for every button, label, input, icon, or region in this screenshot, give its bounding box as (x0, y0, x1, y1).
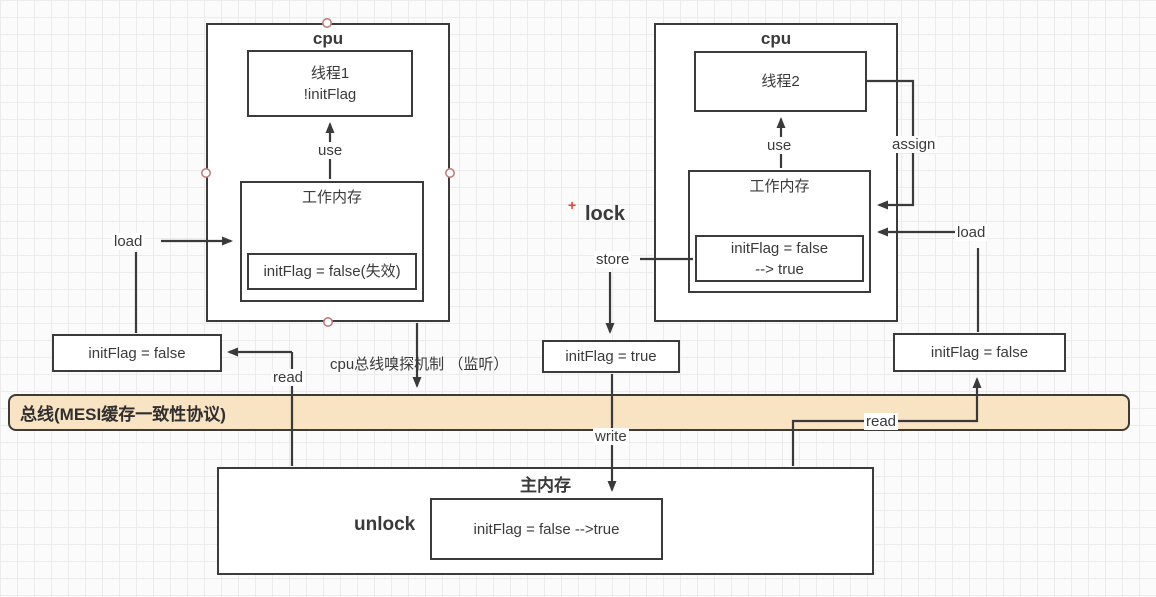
lock-plus-mark: + (568, 197, 577, 213)
use-label-left: use (316, 142, 345, 159)
main-memory-title: 主内存 (520, 476, 571, 495)
left-wm-flag-value: initFlag = false(失效) (263, 263, 401, 280)
assign-label: assign (890, 136, 938, 153)
middle-flag-true-box[interactable]: initFlag = true (542, 340, 680, 373)
thread2-name: 线程2 (761, 73, 800, 90)
unlock-label: unlock (354, 514, 416, 535)
write-label: write (593, 428, 629, 445)
right-wm-flag-box[interactable]: initFlag = false --> true (695, 235, 864, 282)
main-memory-flag-value: initFlag = false -->true (473, 520, 620, 538)
load-label-right: load (955, 224, 988, 241)
thread1-box[interactable]: 线程1 !initFlag (247, 50, 413, 117)
left-working-memory-title: 工作内存 (301, 189, 362, 206)
right-cache-flag-box[interactable]: initFlag = false (893, 333, 1066, 372)
thread1-name: 线程1 (310, 64, 350, 82)
load-label-left: load (112, 233, 145, 250)
bus-label: 总线(MESI缓存一致性协议) (20, 405, 226, 424)
left-cache-flag-box[interactable]: initFlag = false (52, 334, 222, 372)
right-wm-flag-line2: --> true (755, 260, 804, 278)
read-label-left: read (271, 369, 306, 386)
left-wm-flag-box[interactable]: initFlag = false(失效) (247, 253, 417, 290)
left-cache-flag-value: initFlag = false (88, 344, 186, 362)
right-working-memory-title: 工作内存 (749, 178, 810, 195)
right-cache-flag-value: initFlag = false (930, 344, 1029, 361)
bus-snoop-label: cpu总线嗅探机制 （监听） (330, 356, 509, 373)
lock-label: lock (585, 203, 626, 225)
middle-flag-true-value: initFlag = true (565, 348, 657, 365)
read-label-right: read (864, 413, 899, 430)
left-cpu-title: cpu (312, 29, 344, 48)
thread1-flag: !initFlag (303, 85, 357, 103)
main-memory-flag-box[interactable]: initFlag = false -->true (430, 498, 663, 560)
bus-bar[interactable]: 总线(MESI缓存一致性协议) (8, 394, 1130, 431)
right-cpu-title: cpu (760, 29, 792, 48)
thread2-box[interactable]: 线程2 (694, 51, 867, 112)
store-label: store (594, 251, 632, 268)
right-wm-flag-line1: initFlag = false (730, 239, 829, 257)
use-label-right: use (765, 137, 794, 154)
